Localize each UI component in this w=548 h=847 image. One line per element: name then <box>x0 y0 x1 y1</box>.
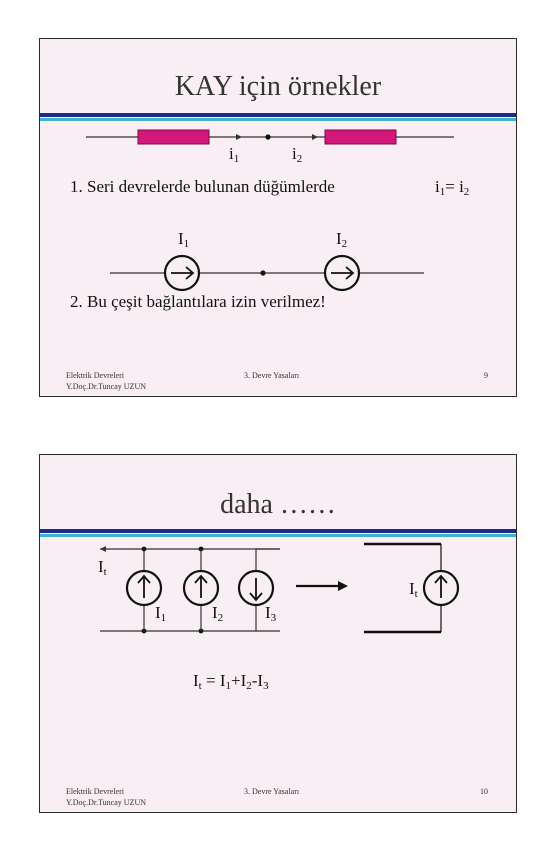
series-node-statement: 1. Seri devrelerde bulunan düğümlerde <box>70 177 335 196</box>
label-i2: i2 <box>292 144 303 165</box>
footer-course: Elektrik Devreleri Y.Doç.Dr.Tuncay UZUN <box>66 371 146 391</box>
label-I1: I1 <box>178 229 190 250</box>
label-It-equivalent: It <box>409 579 418 600</box>
series-circuit-diagram <box>86 129 454 292</box>
slide-10: daha …… <box>39 454 517 813</box>
equation-i1-equals-i2: i1= i2 <box>435 177 470 198</box>
footer-chapter: 3. Devre Yasaları <box>244 371 300 380</box>
footer-chapter: 3. Devre Yasaları <box>244 787 300 796</box>
title-divider-navy <box>40 529 516 533</box>
title-divider-teal <box>40 534 516 537</box>
label-I1: I1 <box>155 603 167 624</box>
equivalent-source-It <box>364 542 460 634</box>
current-source-I1 <box>125 549 163 631</box>
resistor-right <box>324 129 397 145</box>
not-allowed-statement: 2. Bu çeşit bağlantılara izin verilmez! <box>70 292 326 311</box>
node-dot <box>265 134 271 140</box>
resistor-left <box>137 129 210 145</box>
footer-course: Elektrik Devreleri Y.Doç.Dr.Tuncay UZUN <box>66 787 146 807</box>
current-arrow-i2 <box>312 134 318 140</box>
current-source-I3 <box>237 548 280 631</box>
label-i1: i1 <box>229 144 240 165</box>
current-arrow-i1 <box>236 134 242 140</box>
title-divider-navy <box>40 113 516 117</box>
current-source-I2 <box>182 549 220 631</box>
label-It: It <box>98 557 107 578</box>
slide-9: KAY için örnekler i1 i2 1. Seri devreler… <box>39 38 517 397</box>
slide-title: KAY için örnekler <box>174 71 382 102</box>
footer-page-number: 10 <box>480 787 488 796</box>
slide-title: daha …… <box>220 489 336 520</box>
kcl-equation: It = I1+I2-I3 <box>193 671 269 692</box>
label-I2: I2 <box>212 603 224 624</box>
label-I2: I2 <box>336 229 348 250</box>
title-divider-teal <box>40 118 516 121</box>
total-current-arrow <box>100 546 106 552</box>
node-dot-2 <box>260 270 266 276</box>
current-source-I1 <box>163 254 201 292</box>
current-source-I2 <box>323 254 361 292</box>
parallel-sources-diagram <box>100 542 460 634</box>
label-I3: I3 <box>265 603 277 624</box>
footer-page-number: 9 <box>484 371 488 380</box>
